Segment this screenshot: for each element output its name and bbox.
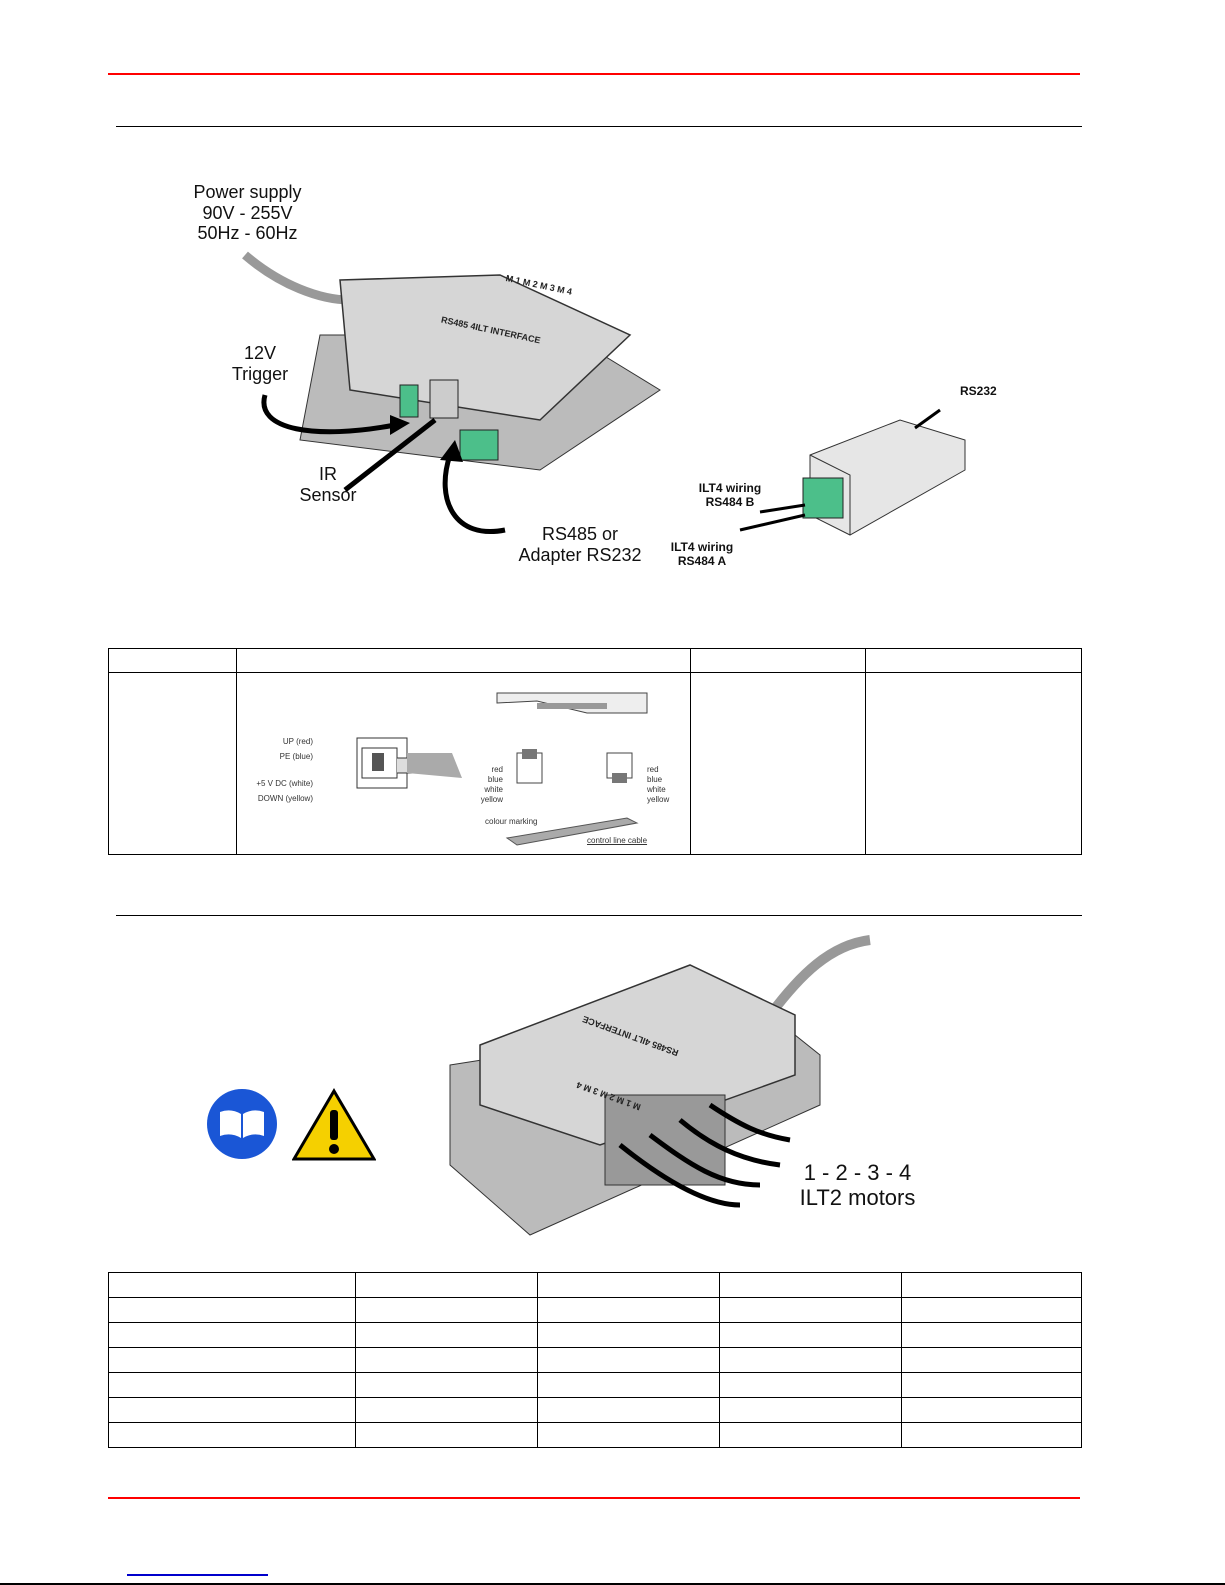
rs232-label: RS232: [960, 384, 997, 398]
rs232-adapter-image: [739, 408, 966, 536]
motor-table: [108, 1272, 1082, 1448]
footer-link[interactable]: [127, 1574, 268, 1576]
connector-table: UP (red) PE (blue) +5 V DC (white) DOWN …: [108, 648, 1082, 855]
rj-connector-diagram: UP (red) PE (blue) +5 V DC (white) DOWN …: [236, 672, 691, 855]
section-rule: [116, 915, 1082, 916]
footer-rule: [108, 1497, 1080, 1499]
section-rule: [116, 126, 1082, 127]
manual-book-icon: [207, 1089, 277, 1159]
interface-box-ports-image: [449, 935, 871, 1236]
page-bottom-rule: [0, 1583, 1225, 1585]
interface-box-image: [242, 251, 661, 471]
header-rule: [108, 73, 1080, 75]
pointer-arrows: [261, 394, 506, 534]
warning-icon: [292, 1088, 376, 1161]
